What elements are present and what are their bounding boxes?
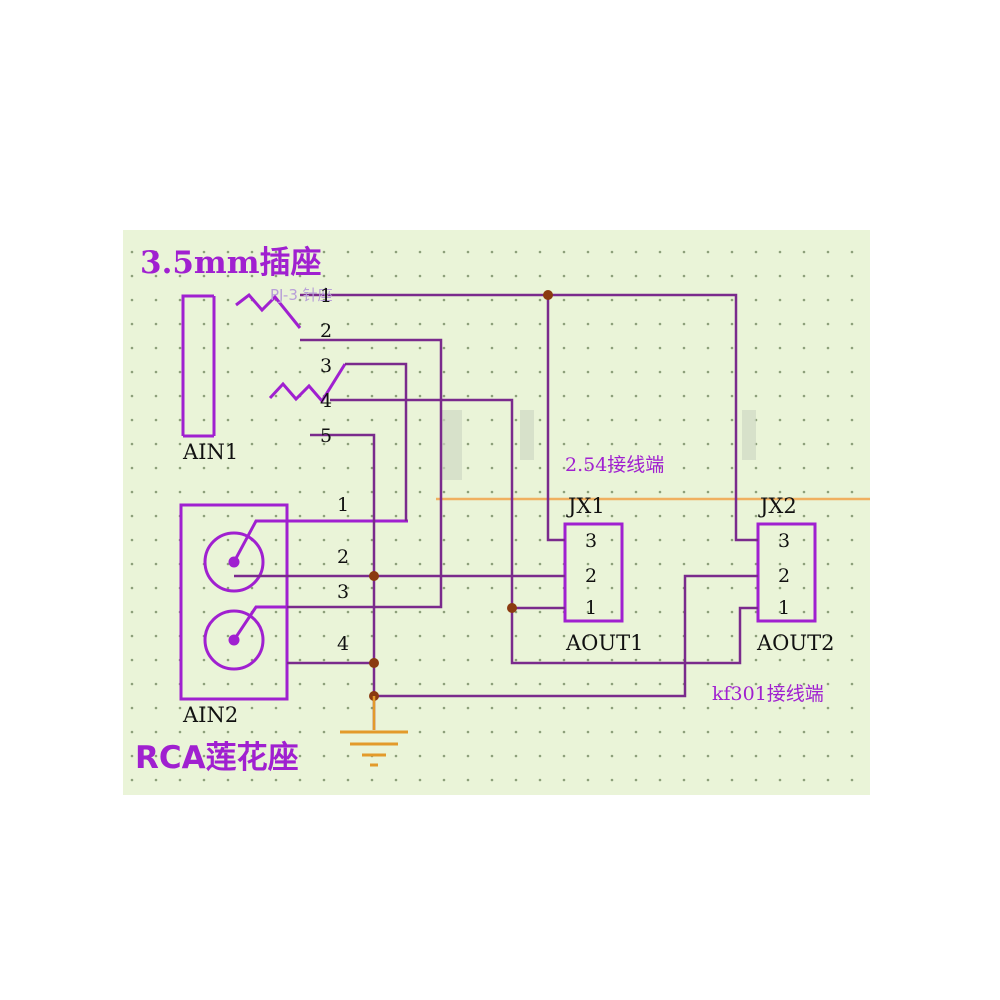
title-rca-socket: RCA莲花座 (135, 740, 299, 776)
jx2-pin-2: 2 (778, 565, 790, 587)
note-2-54-terminal: 2.54接线端 (565, 454, 664, 476)
ain2-rca-symbol (179, 503, 408, 701)
junction-dot (543, 290, 553, 300)
ain1-pin-4: 4 (320, 390, 332, 412)
ain1-jack-symbol (181, 292, 347, 438)
title-3-5mm-jack: 3.5mm插座 (140, 245, 322, 281)
wires (234, 293, 758, 730)
junctions (369, 290, 553, 701)
jx1-body (563, 522, 624, 623)
jx2-body (756, 522, 817, 623)
junction-dot (507, 603, 517, 613)
ain1-ref: AIN1 (182, 440, 238, 464)
junction-dot (369, 571, 379, 581)
ain1-pin-2: 2 (320, 320, 332, 342)
jx2-pin-1: 1 (778, 597, 790, 619)
faint-ghost-text: PJ-3 针座 (270, 286, 333, 304)
ain1-pin-5: 5 (320, 425, 332, 447)
ain2-ref: AIN2 (182, 703, 238, 727)
jx2-pin-3: 3 (778, 530, 790, 552)
ain2-pin-1: 1 (337, 494, 349, 516)
ain1-pin-3: 3 (320, 355, 332, 377)
jx2-name: AOUT2 (756, 631, 834, 655)
ain2-pin-2: 2 (337, 546, 349, 568)
grid-dots (123, 230, 870, 795)
jx1-pin-2: 2 (585, 565, 597, 587)
jx1-pin-3: 3 (585, 530, 597, 552)
ground-icon (340, 696, 408, 767)
junction-dot (369, 658, 379, 668)
ain2-pin-3: 3 (337, 581, 349, 603)
jx1-pin-1: 1 (585, 597, 597, 619)
jx1-ref: JX1 (566, 494, 605, 518)
note-kf301-terminal: kf301接线端 (712, 683, 824, 705)
watermark-shapes (440, 410, 756, 480)
jx2-ref: JX2 (758, 494, 797, 518)
ain2-pin-4: 4 (337, 633, 349, 655)
jx1-name: AOUT1 (565, 631, 643, 655)
ain1-pin-1: 1 (320, 285, 332, 307)
